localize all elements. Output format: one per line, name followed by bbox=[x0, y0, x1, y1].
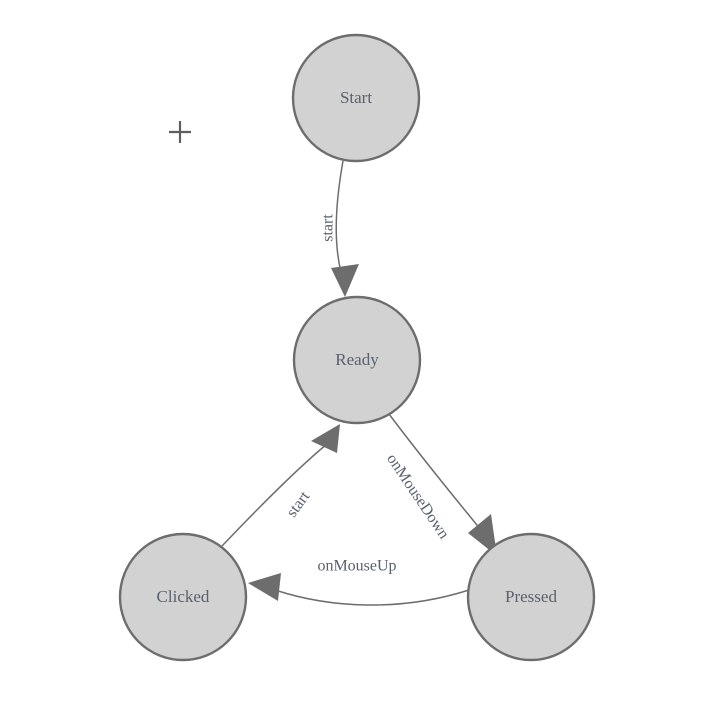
edge-clicked-to-ready[interactable] bbox=[221, 424, 340, 547]
edge-path-start-to-ready bbox=[335, 160, 344, 273]
edge-start-to-ready[interactable] bbox=[331, 160, 359, 297]
node-circle-clicked[interactable] bbox=[118, 532, 248, 662]
node-ready[interactable]: Ready bbox=[292, 295, 422, 425]
edge-label-pressed-to-clicked: onMouseUp bbox=[317, 558, 396, 575]
arrowhead-into-pressed bbox=[468, 514, 497, 556]
crosshair-cursor-icon bbox=[169, 121, 191, 143]
edge-label-clicked-to-ready: start bbox=[283, 488, 313, 521]
edge-path-ready-to-pressed bbox=[388, 413, 487, 537]
edge-ready-to-pressed[interactable] bbox=[388, 413, 497, 556]
node-circle-start[interactable] bbox=[291, 33, 421, 163]
node-pressed[interactable]: Pressed bbox=[466, 532, 596, 662]
edge-path-pressed-to-clicked bbox=[274, 589, 470, 606]
node-circle-ready[interactable] bbox=[292, 295, 422, 425]
edge-pressed-to-clicked[interactable] bbox=[248, 573, 470, 606]
edge-path-clicked-to-ready bbox=[221, 443, 328, 547]
arrowhead-into-clicked bbox=[248, 573, 281, 601]
node-circle-pressed[interactable] bbox=[466, 532, 596, 662]
node-start[interactable]: Start bbox=[291, 33, 421, 163]
arrowhead-into-ready-top bbox=[331, 264, 359, 297]
arrowhead-into-ready-bottom bbox=[311, 424, 340, 453]
node-clicked[interactable]: Clicked bbox=[118, 532, 248, 662]
edge-label-ready-to-pressed: onMouseDown bbox=[383, 451, 452, 542]
edge-label-start-to-ready: start bbox=[320, 214, 337, 242]
